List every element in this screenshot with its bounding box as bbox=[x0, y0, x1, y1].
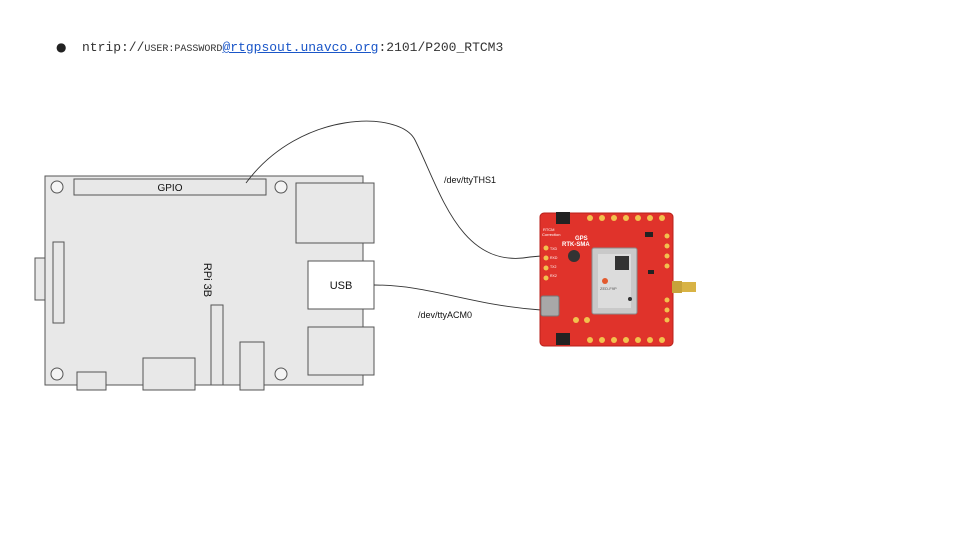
serial-device-label: /dev/ttyTHS1 bbox=[444, 175, 496, 185]
power-connector bbox=[76, 371, 107, 391]
ntrip-port-path: :2101/P200_RTCM3 bbox=[378, 40, 504, 55]
svg-text:TX2: TX2 bbox=[550, 265, 556, 269]
ntrip-scheme: ntrip:// bbox=[82, 40, 145, 55]
usb-port-lower bbox=[307, 326, 375, 376]
led bbox=[573, 317, 579, 323]
module-text: ZED-F9P bbox=[600, 286, 617, 291]
smd-part bbox=[645, 232, 653, 237]
gps-rtk-board: RTCM Correction GPS RTK-SMA TXD RXD TX2 … bbox=[539, 212, 696, 347]
board-name-line1: GPS bbox=[575, 236, 588, 242]
hdmi-connector bbox=[142, 357, 196, 391]
module-dot bbox=[628, 297, 632, 301]
board-name-line2: RTK-SMA bbox=[562, 242, 590, 248]
serial-wire bbox=[245, 120, 542, 259]
sma-base bbox=[672, 281, 682, 293]
rpi-label: RPi 3B bbox=[201, 263, 213, 297]
smd-part bbox=[648, 270, 654, 274]
qwiic-connector-bottom bbox=[556, 333, 570, 345]
bullet-dot: ● bbox=[56, 40, 67, 54]
display-connector bbox=[52, 241, 65, 324]
gpio-header bbox=[73, 178, 267, 196]
usbc-connector bbox=[540, 295, 560, 317]
mount-hole bbox=[274, 367, 288, 381]
svg-text:RXD: RXD bbox=[550, 256, 558, 260]
backup-battery bbox=[568, 250, 580, 262]
correction-label: Correction bbox=[542, 232, 560, 237]
mount-hole bbox=[50, 367, 64, 381]
gpio-label: GPIO bbox=[157, 183, 182, 194]
usb-wire bbox=[373, 284, 542, 311]
ntrip-host-link[interactable]: @rtgpsout.unavco.org bbox=[222, 40, 379, 55]
usb-label: USB bbox=[330, 280, 353, 292]
rpi-board: GPIO USB RPi 3B bbox=[34, 175, 375, 391]
mount-hole bbox=[274, 180, 288, 194]
rtcm-label: RTCM bbox=[543, 227, 554, 232]
led bbox=[584, 317, 590, 323]
mount-hole bbox=[50, 180, 64, 194]
ntrip-bullet: ● ntrip://USER:PASSWORD@rtgpsout.unavco.o… bbox=[56, 40, 503, 55]
qwiic-connector-top bbox=[556, 212, 570, 224]
left-connector bbox=[34, 257, 46, 301]
ntrip-credentials: USER:PASSWORD bbox=[144, 44, 223, 55]
usb-device-label: /dev/ttyACM0 bbox=[418, 310, 472, 320]
edge-pads bbox=[543, 215, 670, 343]
svg-text:RX2: RX2 bbox=[550, 274, 557, 278]
camera-connector bbox=[210, 304, 224, 386]
svg-text:TXD: TXD bbox=[550, 247, 557, 251]
qr-code bbox=[615, 256, 629, 270]
sma-connector bbox=[682, 282, 696, 292]
ublox-logo bbox=[602, 278, 608, 284]
ethernet-port bbox=[295, 182, 375, 244]
pin-labels: TXD RXD TX2 RX2 bbox=[550, 247, 558, 278]
audio-connector bbox=[239, 341, 265, 391]
